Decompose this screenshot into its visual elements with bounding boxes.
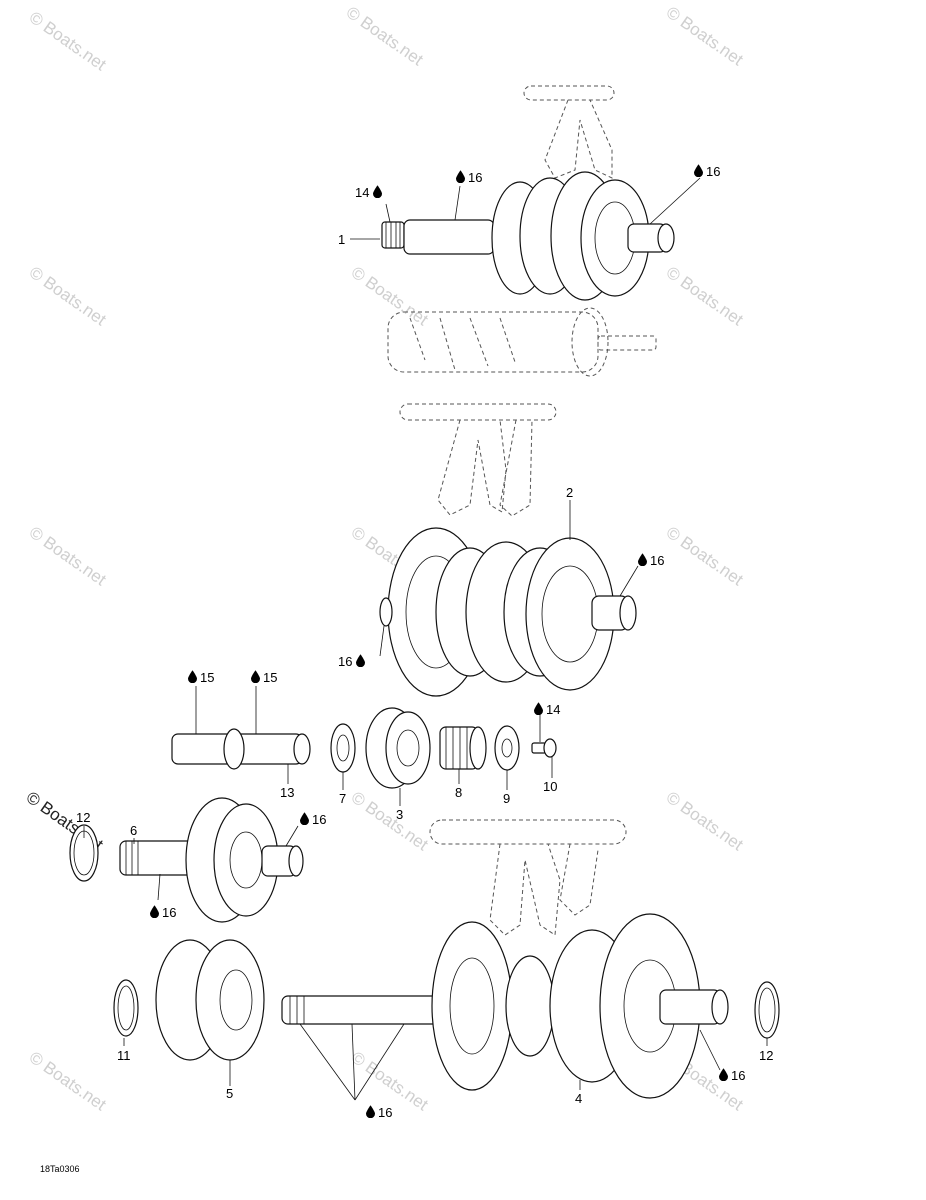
watermark: © Boats.net xyxy=(343,3,427,70)
callout-11: 11 xyxy=(117,1048,131,1063)
oil-drop-icon xyxy=(719,1068,728,1081)
lube-note: 16 xyxy=(338,654,352,669)
oil-drop-icon xyxy=(694,164,703,177)
callout-5: 5 xyxy=(226,1086,233,1101)
lube-note: 14 xyxy=(546,702,560,717)
output-gear-left xyxy=(113,939,265,1061)
watermark: © Boats.net xyxy=(26,263,110,330)
oil-drop-icon xyxy=(534,702,543,715)
watermark: © Boats.net xyxy=(663,263,747,330)
callout-10: 10 xyxy=(543,779,557,794)
lube-note: 16 xyxy=(731,1068,745,1083)
oil-drop-icon xyxy=(456,170,465,183)
small-parts-row xyxy=(330,707,557,789)
input-shaft xyxy=(381,171,675,301)
idler-shaft xyxy=(171,728,311,770)
lube-note: 15 xyxy=(200,670,214,685)
oil-drop-icon xyxy=(638,553,647,566)
leader-lines xyxy=(83,177,768,1101)
shift-drum xyxy=(387,307,657,377)
watermark: © Boats.net xyxy=(663,523,747,590)
watermark: © Boats.net xyxy=(26,523,110,590)
lube-note: 15 xyxy=(263,670,277,685)
callout-3: 3 xyxy=(396,807,403,822)
callout-1: 1 xyxy=(338,232,345,247)
oil-drop-icon xyxy=(373,185,382,198)
part-callouts: 1 2 13 7 3 8 9 10 12 6 11 5 4 12 xyxy=(76,232,773,1106)
lube-note: 16 xyxy=(162,905,176,920)
callout-7: 7 xyxy=(339,791,346,806)
callout-13: 13 xyxy=(280,785,294,800)
shift-forks-lower xyxy=(429,819,627,936)
callout-2: 2 xyxy=(566,485,573,500)
output-shaft-assembly xyxy=(281,913,780,1099)
lube-note: 16 xyxy=(378,1105,392,1120)
lube-note: 16 xyxy=(650,553,664,568)
watermark: © Boats.net xyxy=(663,788,747,855)
lube-notes: 14 16 16 16 16 15 15 14 16 16 16 16 xyxy=(150,164,745,1120)
lube-note: 16 xyxy=(706,164,720,179)
callout-12: 12 xyxy=(76,810,90,825)
lube-note: 16 xyxy=(468,170,482,185)
oil-drop-icon xyxy=(188,670,197,683)
watermark: © Boats.net xyxy=(348,263,432,330)
oil-drop-icon xyxy=(300,812,309,825)
lube-note: 16 xyxy=(312,812,326,827)
callout-9: 9 xyxy=(503,791,510,806)
oil-drop-icon xyxy=(366,1105,375,1118)
oil-drop-icon xyxy=(356,654,365,667)
shift-forks-middle xyxy=(399,403,557,517)
callout-6: 6 xyxy=(130,823,137,838)
watermark: © Boats.net xyxy=(26,1048,110,1115)
callout-12: 12 xyxy=(759,1048,773,1063)
diagram-code: 18Ta0306 xyxy=(40,1164,80,1174)
reverse-gear-assembly xyxy=(69,797,304,923)
shift-fork-top xyxy=(523,85,615,179)
lube-note: 14 xyxy=(355,185,369,200)
callout-8: 8 xyxy=(455,785,462,800)
oil-drop-icon xyxy=(150,905,159,918)
watermark: © Boats.net xyxy=(348,788,432,855)
callout-4: 4 xyxy=(575,1091,582,1106)
countershaft-gear-cluster xyxy=(379,527,637,697)
oil-drop-icon xyxy=(251,670,260,683)
watermark: © Boats.net xyxy=(26,8,110,75)
watermark: © Boats.net xyxy=(663,3,747,70)
input-shaft-gear xyxy=(491,171,650,301)
